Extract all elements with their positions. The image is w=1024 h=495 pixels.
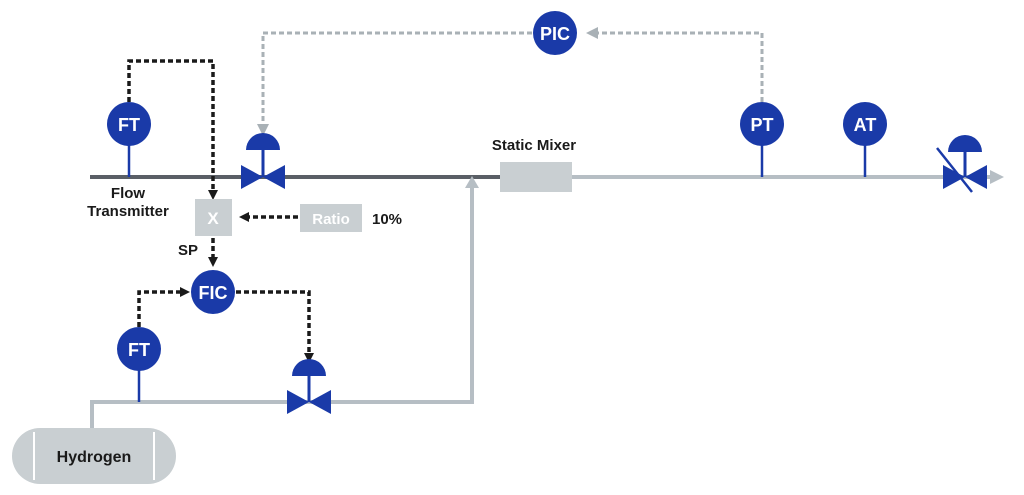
hydrogen-junction-arrow [465,176,479,188]
bottom-control-valve [287,359,331,414]
ft-bottom-instrument: FT [117,327,161,402]
ft-bottom-label: FT [128,340,150,360]
flow-transmitter-label-line2: Transmitter [87,203,169,220]
pic-signal-to-valve [257,31,532,136]
ratio-label: Ratio [312,211,350,228]
flow-transmitter-label-line1: Flow [111,185,145,202]
pic-label: PIC [540,24,570,44]
pic-instrument: PIC [533,11,577,55]
multiplier-block [195,199,232,236]
hydrogen-label: Hydrogen [57,449,132,466]
static-mixer [500,162,572,192]
ft-top-instrument: FT [107,102,151,177]
static-mixer-label: Static Mixer [492,137,576,154]
fic-label: FIC [199,283,228,303]
fic-to-valve-signal [236,290,314,363]
hydrogen-pipe [90,186,474,428]
ft-to-multiplier-signal [127,59,218,200]
pic-signal-from-pt [586,27,764,102]
pt-instrument: PT [740,102,784,177]
ft-top-label: FT [118,115,140,135]
ratio-block [300,204,362,232]
outlet-control-valve [936,135,987,193]
multiplier-label: X [207,209,219,228]
fic-instrument: FIC [191,270,235,314]
ft-to-fic-signal [137,287,190,327]
ratio-value: 10% [372,211,402,228]
pt-label: PT [750,115,773,135]
setpoint-label: SP [178,242,198,259]
outlet-arrow [990,170,1004,184]
hydrogen-tank: Hydrogen [12,428,176,484]
at-instrument: AT [843,102,887,177]
at-label: AT [854,115,877,135]
top-control-valve [241,133,285,189]
